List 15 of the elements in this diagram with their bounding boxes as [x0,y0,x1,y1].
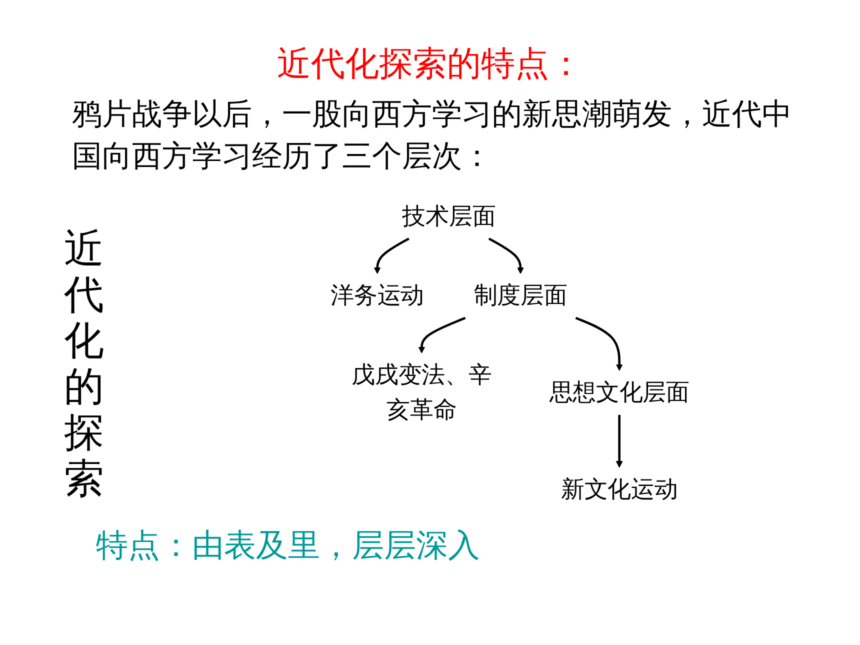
node-label: 技术层面 [402,202,496,230]
node-label: 新文化运动 [560,476,678,504]
intro-paragraph: 鸦片战争以后，一股向西方学习的新思潮萌发，近代中国向西方学习经历了三个层次： [72,96,793,176]
arrow [616,414,623,468]
node-label: 制度层面 [474,282,568,310]
vertical-heading: 近代化的探索 [63,226,105,502]
summary-note: 特点：由表及里，层层深入 [96,525,480,566]
arrow [575,316,623,371]
node-label: 洋务运动 [330,282,424,310]
node-label: 思想文化层面 [549,379,690,406]
title: 近代化探索的特点： [276,43,584,86]
arrow [374,238,410,274]
arrow [418,316,466,354]
node-label: 戊戌变法、辛亥革命 [352,362,492,424]
arrow [488,238,524,274]
